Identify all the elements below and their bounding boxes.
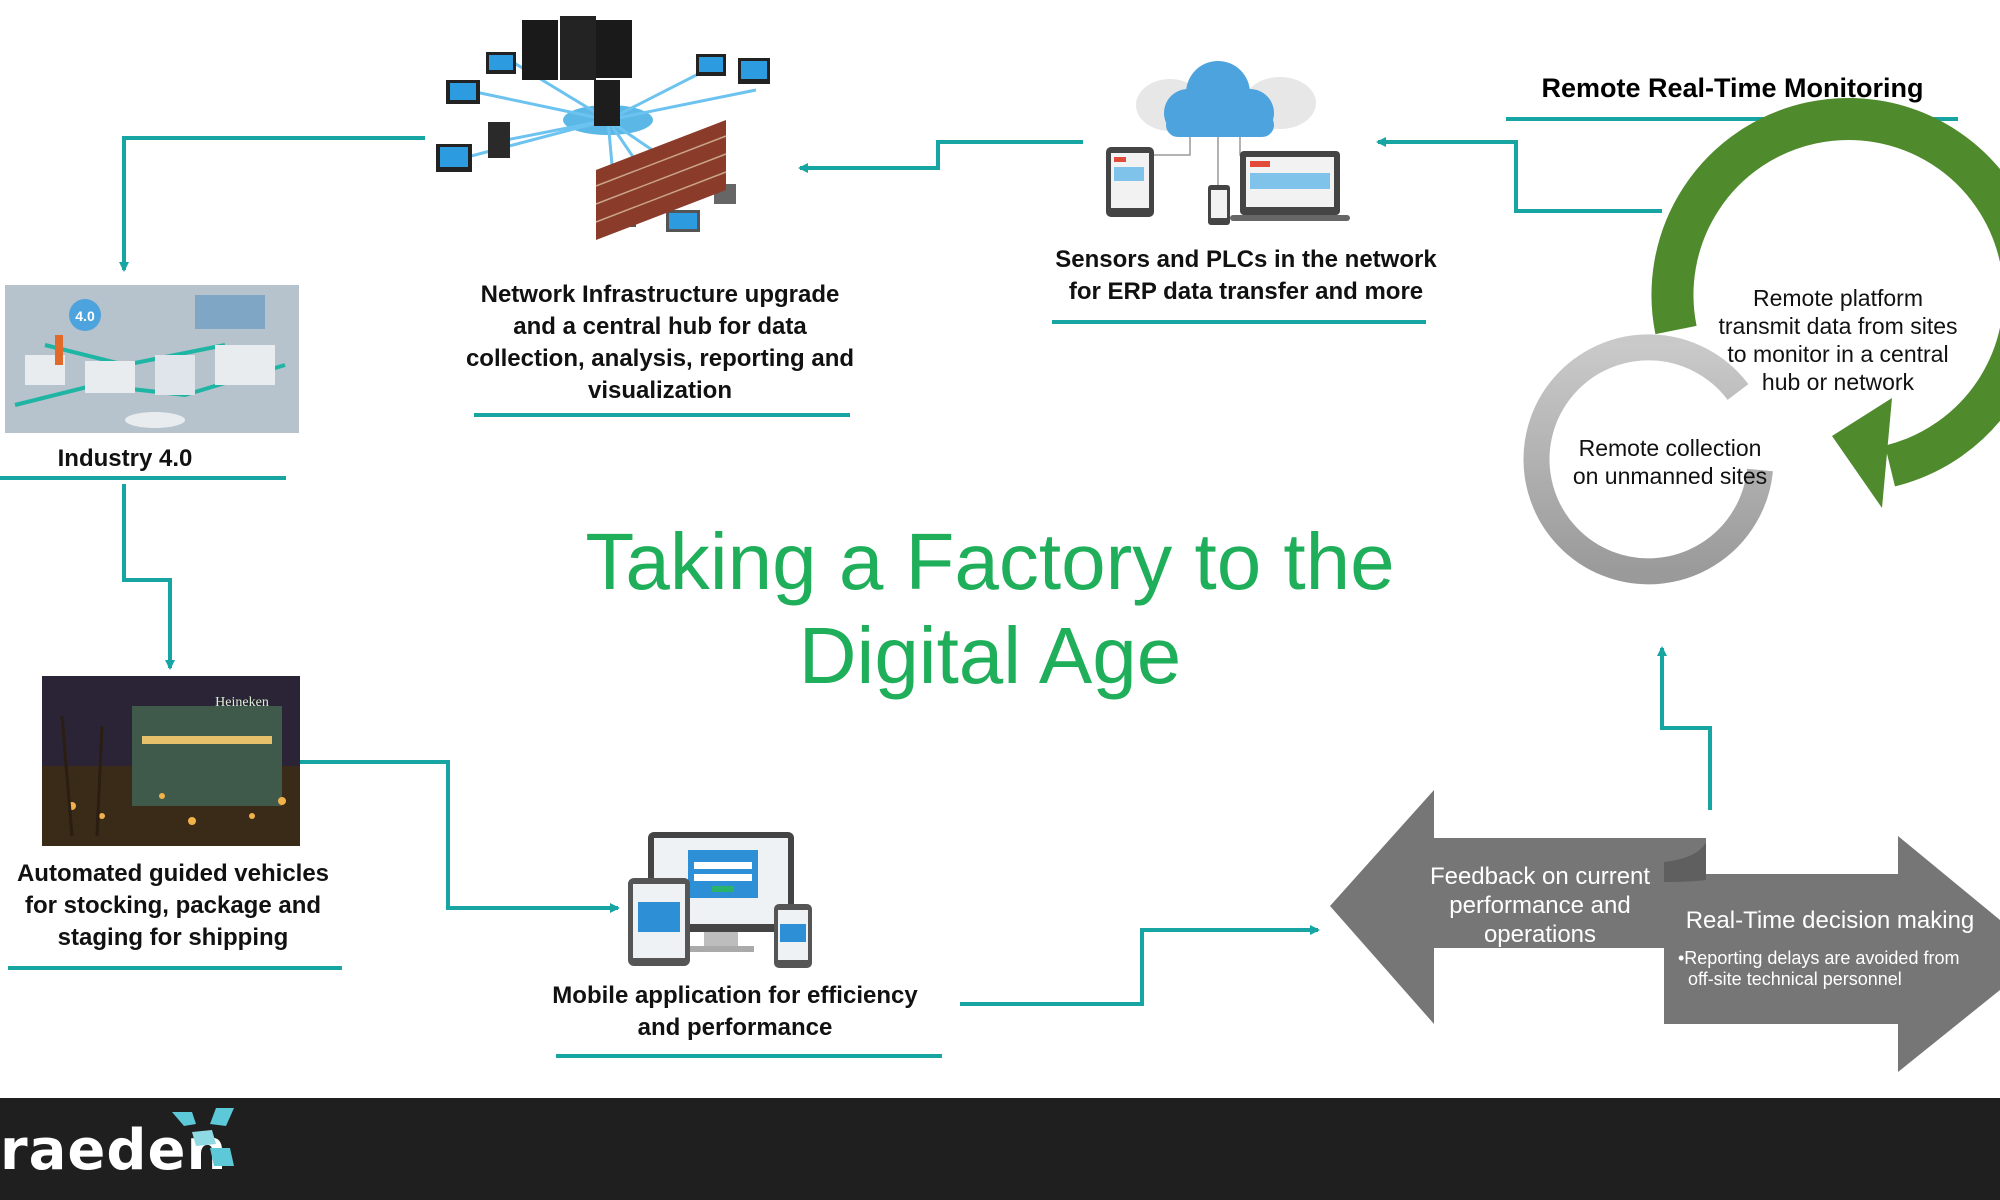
connector-agv-to-mobile — [300, 760, 620, 913]
green-cycle-arrow — [1651, 98, 2000, 508]
footer-bar — [0, 1098, 2000, 1200]
scroll-curl — [1664, 842, 1706, 882]
gray-cycle-text: Remote collection on unmanned sites — [1572, 435, 1768, 489]
connector-mobile-to-feedback — [960, 925, 1320, 1006]
cloud-icon — [1164, 61, 1274, 137]
green-cycle-text: Remote platform transmit data from sites… — [1718, 285, 1958, 395]
feedback-text: Feedback on current performance and oper… — [1429, 863, 1651, 948]
connector-monitoring-to-sensors — [1376, 137, 1662, 213]
building-sign: Heineken — [215, 695, 269, 710]
cloud-devices-image — [1106, 61, 1350, 225]
decision-note: •Reporting delays are avoided from off-s… — [1678, 948, 1960, 989]
footer-logo-text: raeden — [0, 1118, 228, 1183]
industry-4-image: 4.0 — [5, 285, 299, 433]
network-infrastructure-image — [436, 16, 770, 240]
heineken-building-image: Heineken — [42, 676, 300, 846]
connector-sensors-to-network — [798, 140, 1083, 173]
gray-cycle-ring — [1523, 334, 1773, 585]
connector-network-to-industry — [119, 136, 425, 272]
connector-industry-to-agv — [122, 484, 175, 670]
network-label: Network Infrastructure upgrade and a cen… — [465, 281, 855, 404]
footer-logo-icon — [172, 1108, 234, 1166]
mobile-devices-image — [628, 832, 812, 968]
feedback-arrow-shape — [1330, 790, 1706, 1024]
connector-feedback-to-cycle — [1657, 646, 1712, 810]
agv-label: Automated guided vehicles for stocking, … — [16, 860, 330, 951]
sensors-label: Sensors and PLCs in the network for ERP … — [1055, 246, 1437, 305]
firewall-brick-wall — [595, 120, 727, 240]
industry-label: Industry 4.0 — [57, 445, 193, 472]
mobile-label: Mobile application for efficiency and pe… — [552, 982, 918, 1041]
monitoring-title: Remote Real-Time Monitoring — [1541, 73, 1924, 103]
industry-badge: 4.0 — [75, 308, 95, 324]
decision-title: Real-Time decision making — [1685, 907, 1975, 934]
decision-arrow-shape — [1664, 836, 2000, 1072]
page-title: Taking a Factory to the Digital Age — [585, 517, 1395, 700]
